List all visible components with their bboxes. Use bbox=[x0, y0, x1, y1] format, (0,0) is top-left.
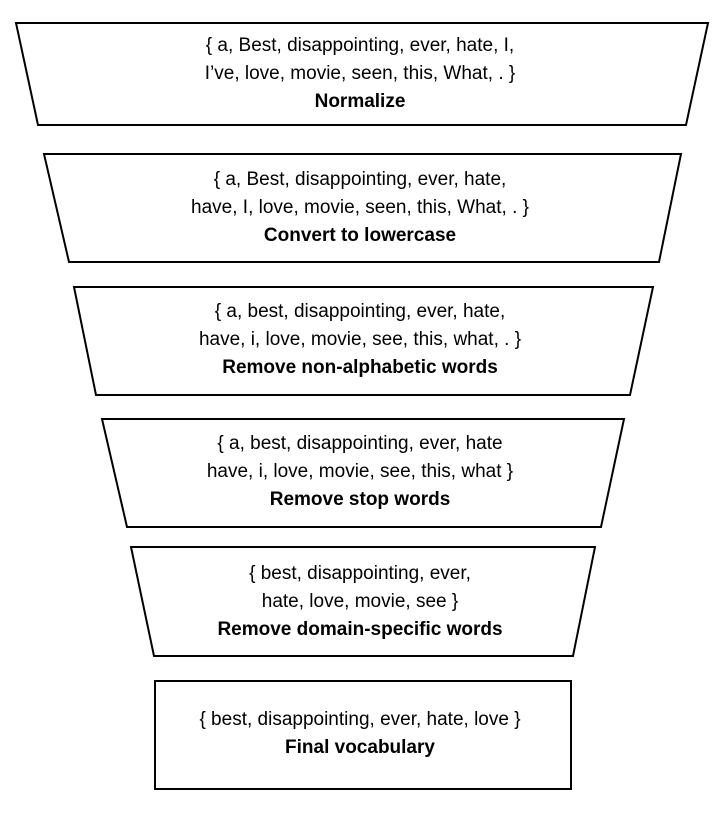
stage-text-line: have, i, love, movie, see, this, what } bbox=[206, 461, 514, 482]
stage-label: Convert to lowercase bbox=[263, 225, 457, 246]
stage-3-shape bbox=[72, 286, 655, 396]
stage-text-line: { best, disappointing, ever, hate, love … bbox=[199, 709, 521, 730]
stage-text-line: hate, love, movie, see } bbox=[261, 591, 459, 612]
stage-label: Normalize bbox=[314, 91, 406, 112]
stage-final-vocabulary: { best, disappointing, ever, hate, love … bbox=[0, 706, 720, 762]
stage-text-line: { a, best, disappointing, ever, hate bbox=[217, 433, 503, 454]
stage-label: Remove stop words bbox=[269, 489, 451, 510]
stage-2-shape bbox=[42, 153, 683, 263]
stage-label: Final vocabulary bbox=[285, 737, 435, 758]
stage-text-line: have, I, love, movie, seen, this, What, … bbox=[191, 197, 529, 218]
stage-1-shape bbox=[14, 22, 710, 126]
stage-remove-domain-specific-words: { best, disappointing, ever, hate, love,… bbox=[0, 560, 720, 644]
stage-text-line: { a, Best, disappointing, ever, hate, I, bbox=[205, 35, 515, 56]
stage-text-line: { best, disappointing, ever, bbox=[249, 563, 471, 584]
stage-label: Remove non-alphabetic words bbox=[222, 357, 498, 378]
stage-4-shape bbox=[100, 418, 626, 528]
stage-text-line: { a, best, disappointing, ever, hate, bbox=[214, 301, 506, 322]
stage-remove-stop-words: { a, best, disappointing, ever, hate hav… bbox=[0, 430, 720, 514]
stage-text-line: I’ve, love, movie, seen, this, What, . } bbox=[204, 63, 516, 84]
stage-text-line: { a, Best, disappointing, ever, hate, bbox=[213, 169, 507, 190]
stage-label: Remove domain-specific words bbox=[217, 619, 503, 640]
stage-text-line: have, i, love, movie, see, this, what, .… bbox=[198, 329, 522, 350]
stage-6-shape bbox=[154, 680, 572, 790]
stage-convert-to-lowercase: { a, Best, disappointing, ever, hate, ha… bbox=[0, 166, 720, 250]
stage-5-shape bbox=[129, 546, 597, 657]
stage-remove-non-alphabetic-words: { a, best, disappointing, ever, hate, ha… bbox=[0, 298, 720, 382]
stage-normalize: { a, Best, disappointing, ever, hate, I,… bbox=[0, 32, 720, 116]
